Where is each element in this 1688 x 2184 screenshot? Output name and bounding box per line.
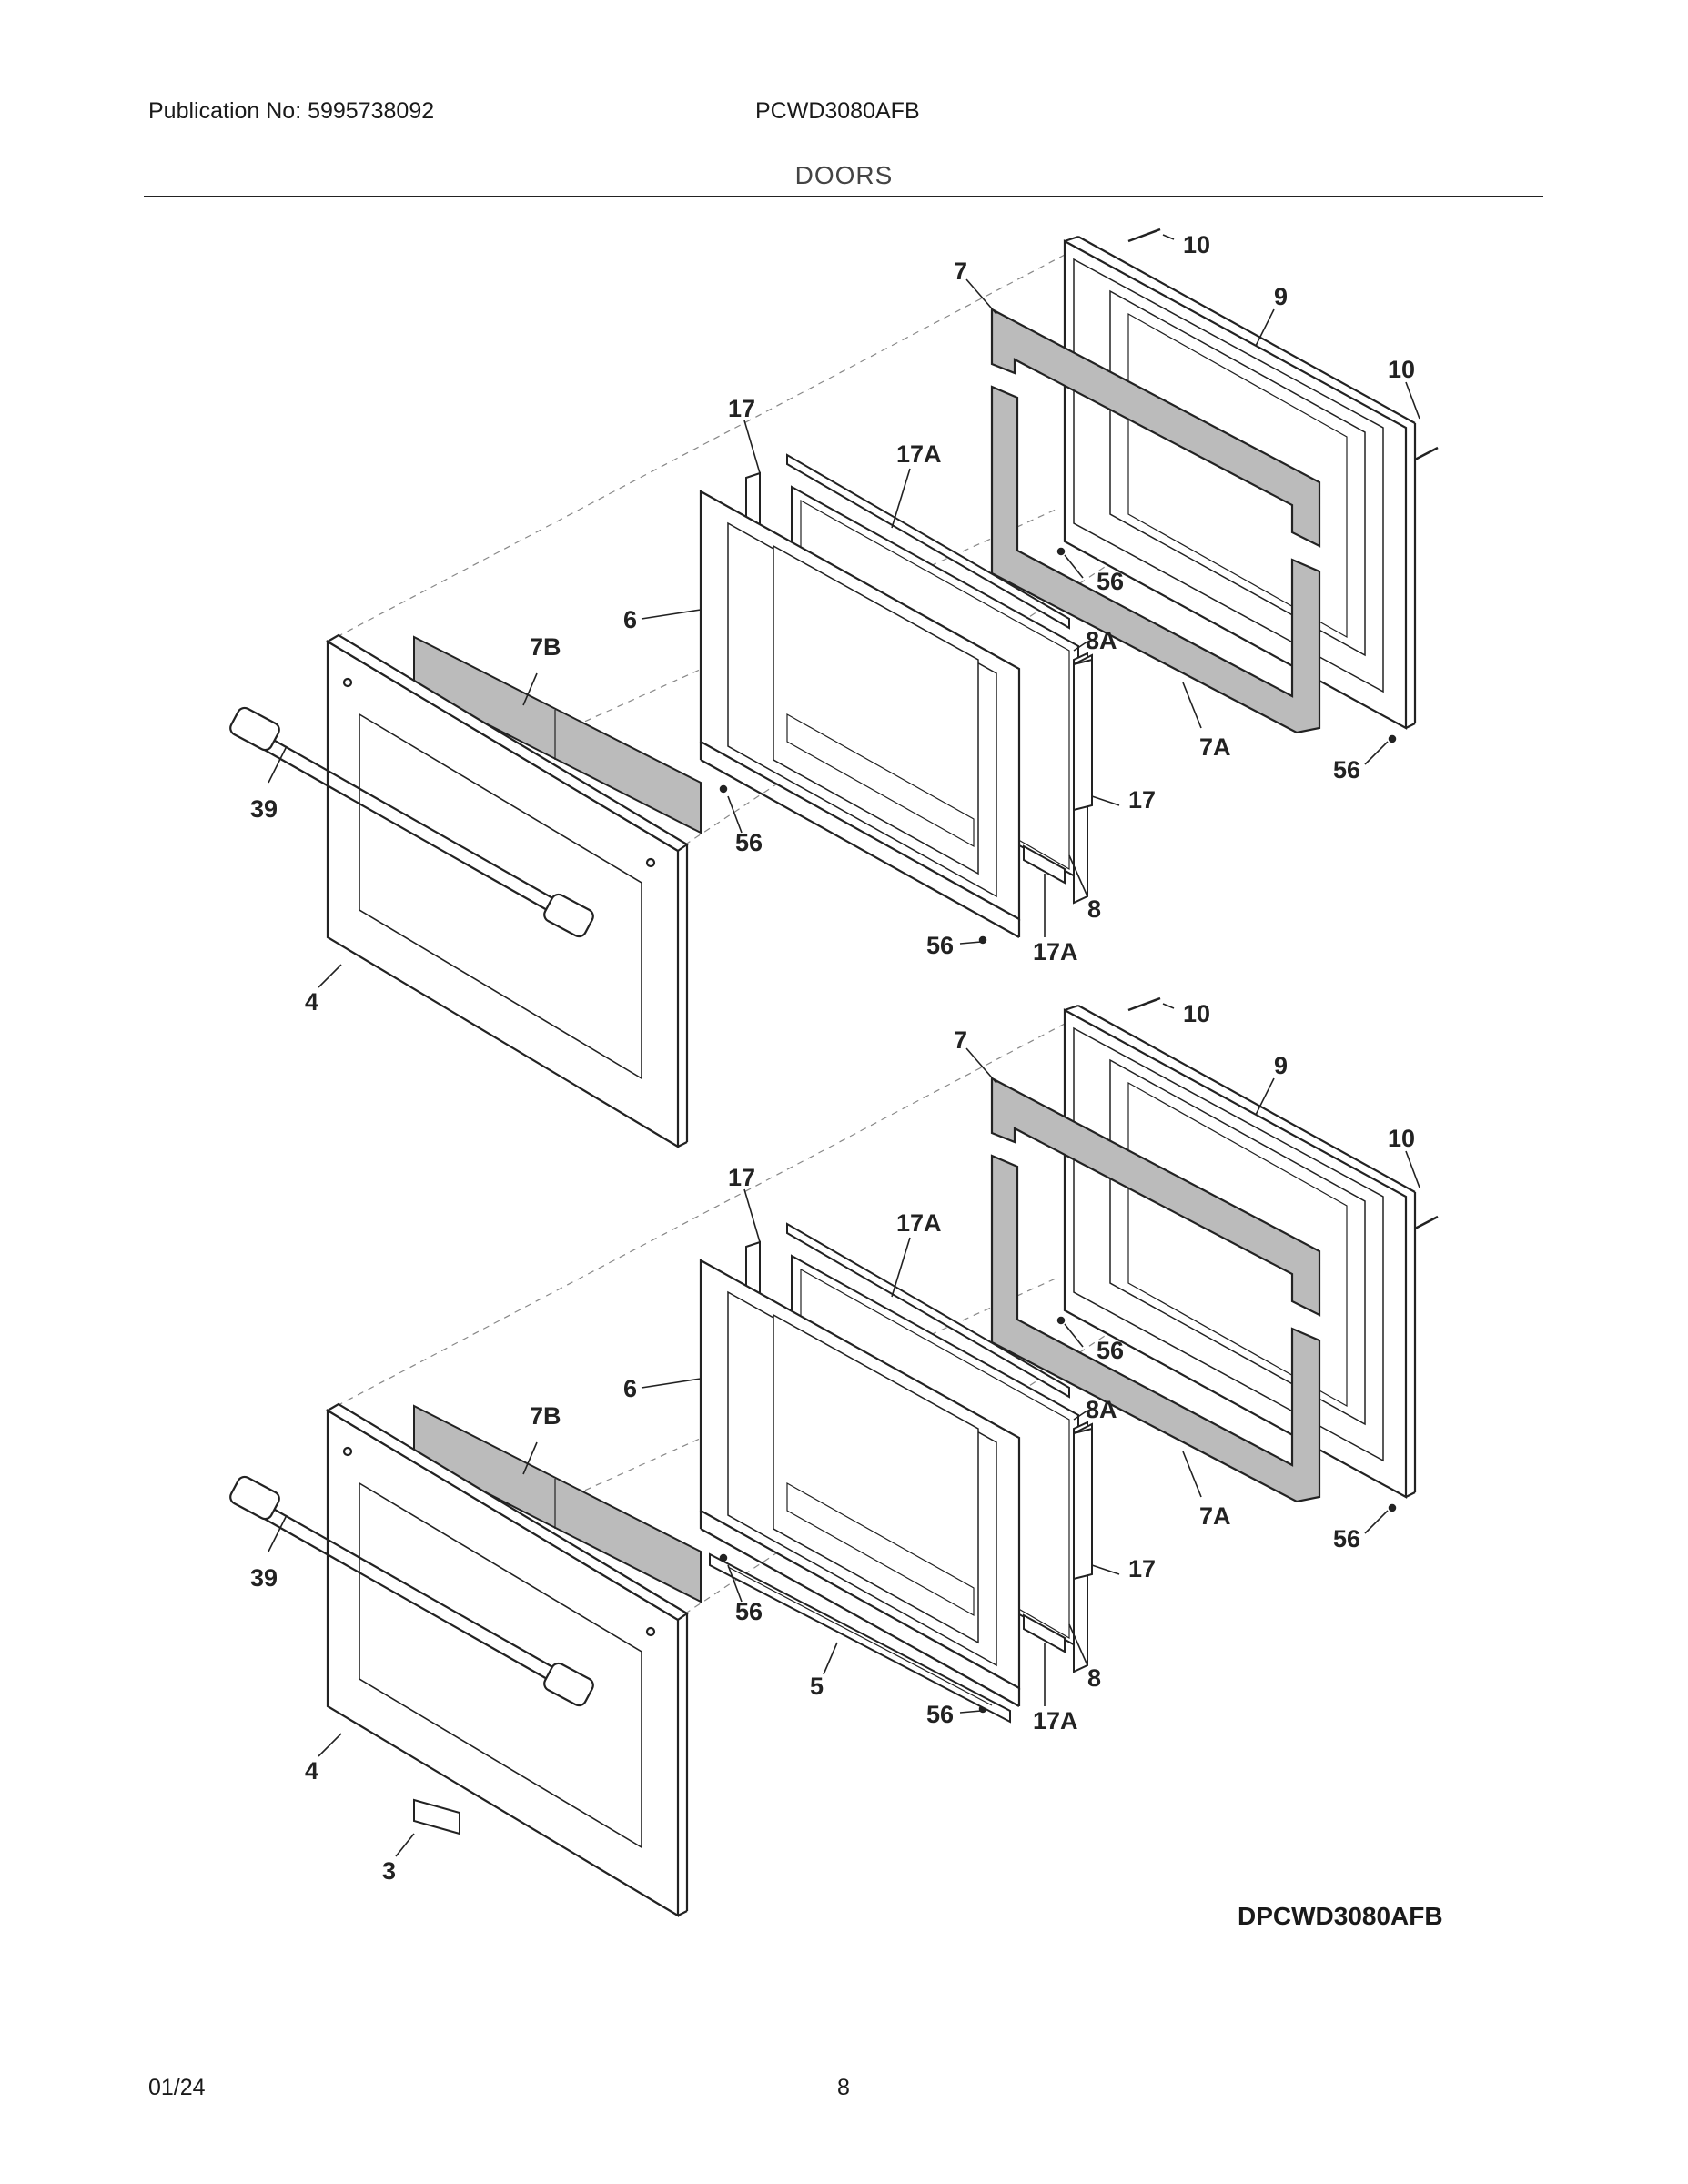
callout-label: 17A xyxy=(1033,1707,1078,1734)
callout-label: 17 xyxy=(1128,1555,1156,1582)
publication-number: Publication No: 5995738092 xyxy=(148,98,435,124)
drawing-id: DPCWD3080AFB xyxy=(1238,1902,1443,1930)
callout-label: 10 xyxy=(1183,1000,1210,1027)
callout-label: 3 xyxy=(382,1857,396,1885)
callout-label: 17A xyxy=(896,1209,942,1237)
page-number: 8 xyxy=(837,2075,850,2100)
callout-label: 17 xyxy=(728,1164,755,1191)
callout-label: 4 xyxy=(305,1757,318,1785)
callout-label: 17 xyxy=(728,395,755,422)
callout-label: 7 xyxy=(954,1026,967,1054)
callout-label: 56 xyxy=(926,1701,954,1728)
callout-label: 17 xyxy=(1128,786,1156,814)
footer-date: 01/24 xyxy=(148,2075,206,2100)
callout-label: 7B xyxy=(530,1402,561,1430)
callout-label: 56 xyxy=(1097,568,1124,595)
callout-label: 10 xyxy=(1388,356,1415,383)
model-number: PCWD3080AFB xyxy=(755,98,920,124)
callout-label: 8A xyxy=(1086,627,1117,654)
callout-label: 8A xyxy=(1086,1396,1117,1423)
callout-label: 39 xyxy=(250,795,278,823)
callout-label: 8 xyxy=(1087,1664,1101,1692)
callout-label: 8 xyxy=(1087,895,1101,923)
callout-label: 56 xyxy=(735,1598,763,1625)
callout-label: 17A xyxy=(896,440,942,468)
callout-label: 10 xyxy=(1183,231,1210,258)
callout-label: 56 xyxy=(735,829,763,856)
callout-label: 7A xyxy=(1199,1502,1231,1530)
callout-label: 39 xyxy=(250,1564,278,1592)
header-divider xyxy=(144,196,1543,197)
callout-label: 56 xyxy=(1333,1525,1360,1552)
callout-label: 56 xyxy=(1333,756,1360,784)
callout-label: 9 xyxy=(1274,283,1288,310)
callout-label: 7A xyxy=(1199,733,1231,761)
upper-door-assembly xyxy=(227,228,1440,1148)
callout-label: 7B xyxy=(530,633,561,661)
callout-label: 56 xyxy=(1097,1337,1124,1364)
callout-label: 6 xyxy=(623,606,637,633)
leader-lines xyxy=(268,234,1420,1857)
lower-door-assembly xyxy=(227,996,1440,1917)
callout-label: 6 xyxy=(623,1375,637,1402)
lower-callouts: 10 7 9 10 17 17A 6 56 8A 7B 39 56 7A 56 … xyxy=(250,1000,1415,1885)
callout-label: 7 xyxy=(954,258,967,285)
callout-label: 17A xyxy=(1033,938,1078,966)
callout-label: 10 xyxy=(1388,1125,1415,1152)
upper-callouts: 10 7 9 10 17 17A 6 56 8A 7B 39 56 7A 56 … xyxy=(250,231,1415,1016)
callout-label: 5 xyxy=(810,1673,824,1700)
callout-label: 56 xyxy=(926,932,954,959)
callout-label: 4 xyxy=(305,988,318,1016)
callout-label: 9 xyxy=(1274,1052,1288,1079)
section-title: DOORS xyxy=(794,161,894,189)
